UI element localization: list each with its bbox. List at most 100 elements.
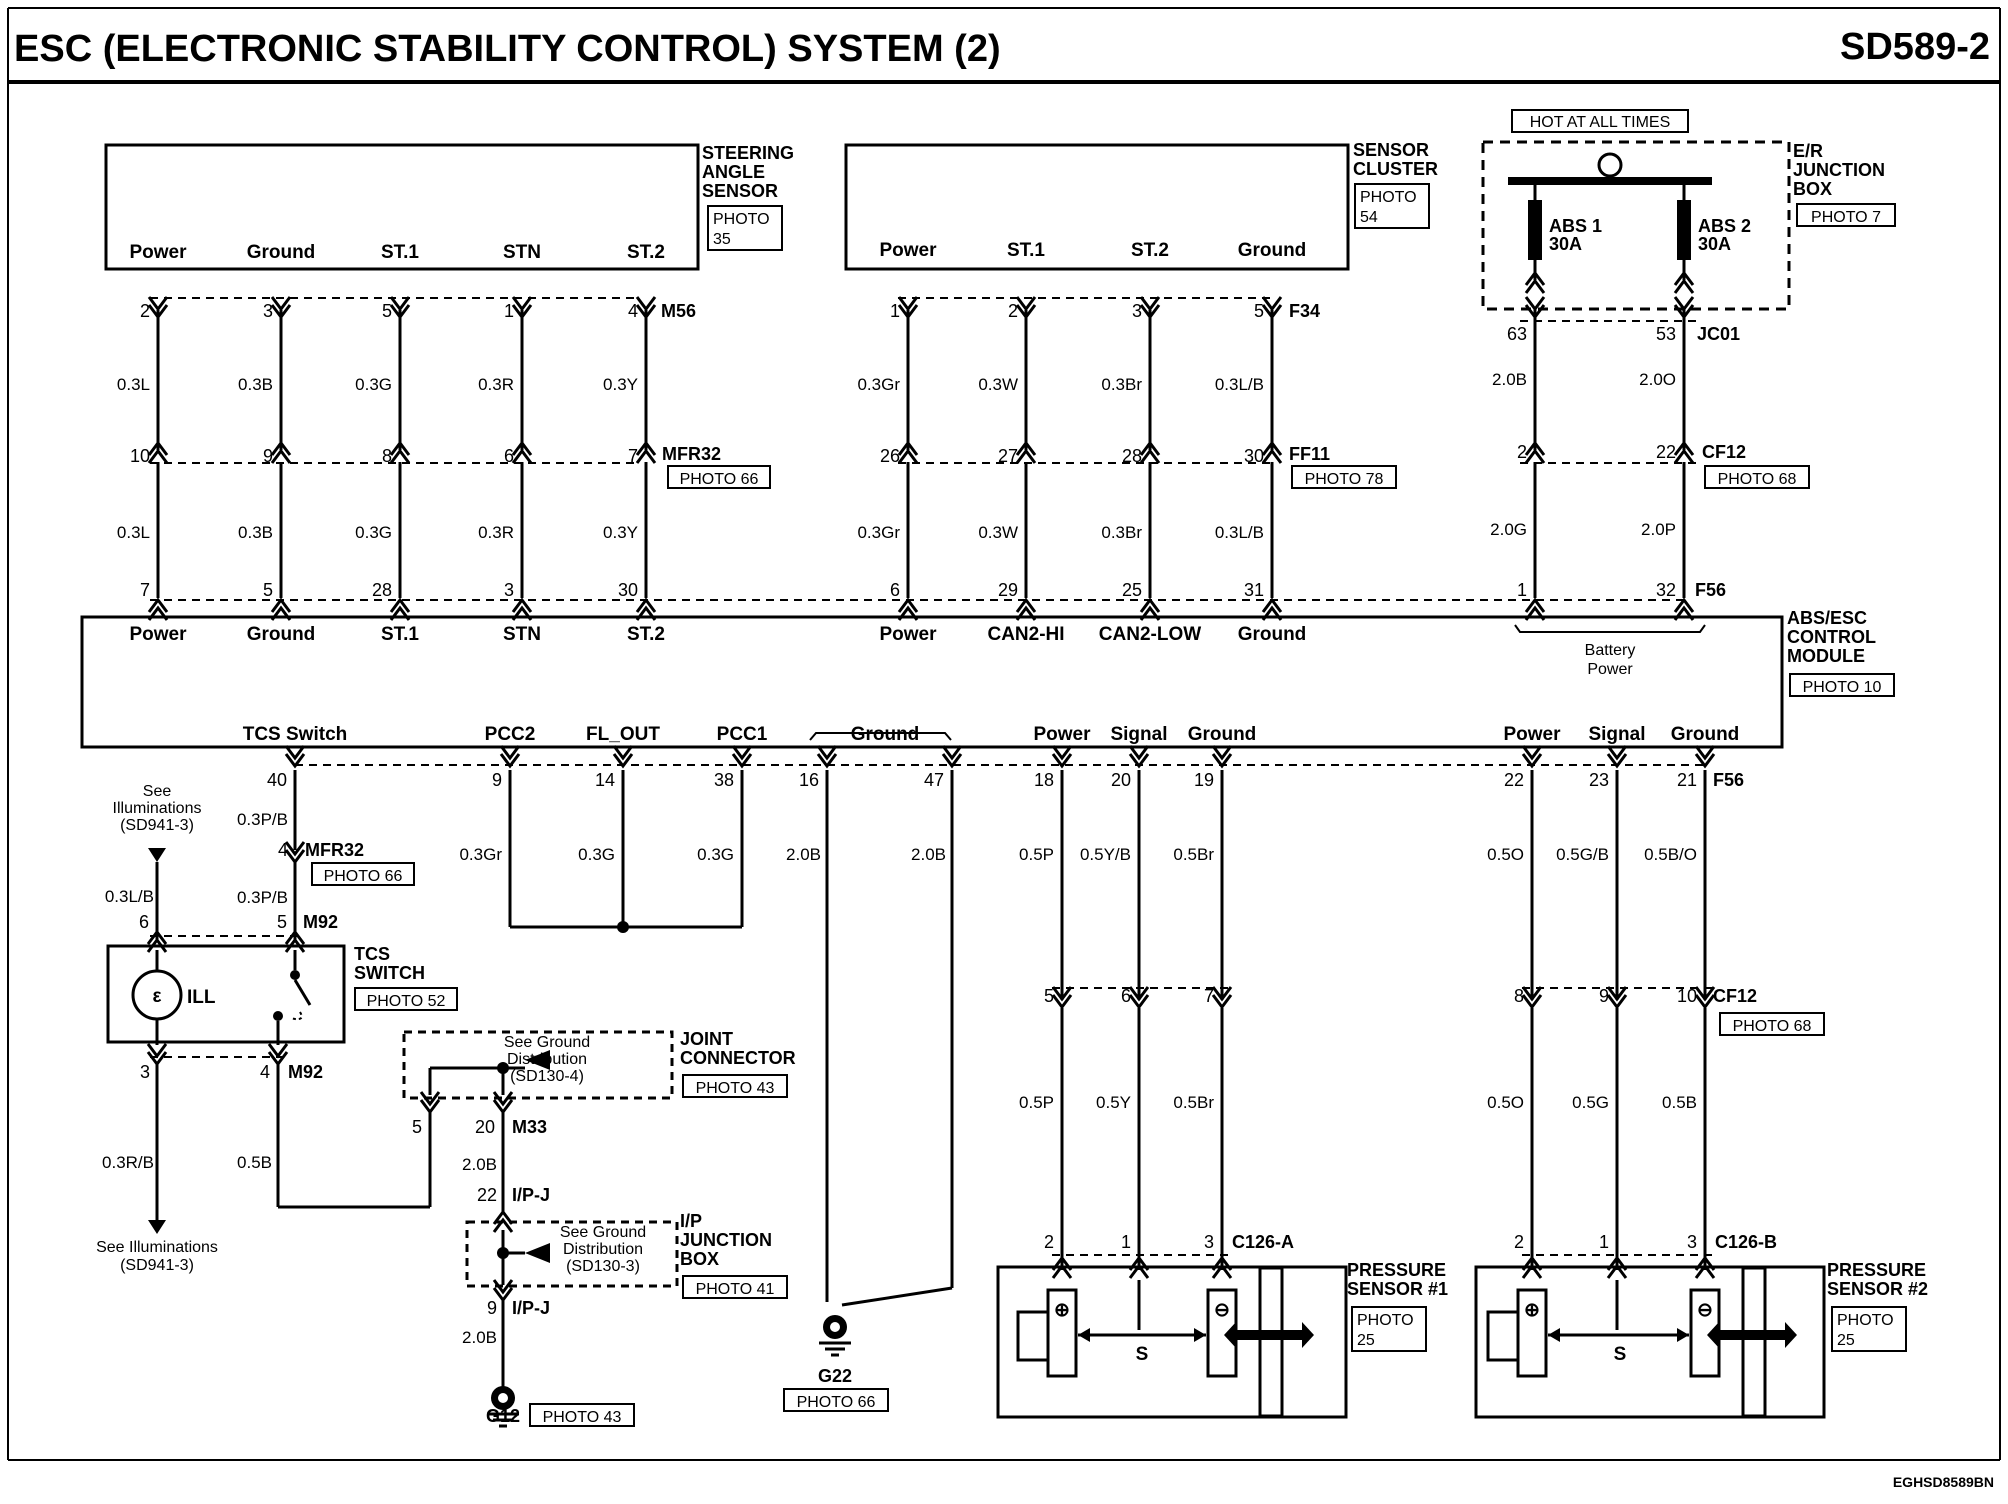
abs-module-photo-frame [1789, 673, 1895, 697]
f56-top-pin: 25 [1122, 580, 1142, 600]
abs-bottom-terminal-label: Ground [851, 724, 920, 745]
negative-terminal-icon: ⊖ [1697, 1300, 1713, 1321]
wire-color-label: 0.5Br [1173, 845, 1214, 864]
joint-see-ground: See Ground [504, 1034, 590, 1051]
m56-pin: 5 [382, 301, 392, 321]
steering-sensor-photo-frame [707, 205, 783, 251]
f56-bottom-pin-arrow [816, 744, 838, 768]
f56-bottom-pin-arrow [1521, 744, 1543, 768]
abs-bottom-terminal-label: Power [1503, 724, 1561, 745]
wire-color-label: 0.3L/B [1215, 375, 1264, 394]
m56-pin: 2 [140, 301, 150, 321]
joint-connector-name: JOINT [680, 1029, 733, 1049]
abs-top-terminal-label: ST.2 [627, 624, 665, 645]
steering-angle-sensor-name: STEERING [702, 143, 794, 163]
cf12-lower-pin: 5 [1044, 986, 1054, 1006]
ff11-photo-frame [1291, 465, 1397, 489]
abs-bottom-terminal-label: Signal [1588, 724, 1645, 745]
abs-bottom-terminal-label: Signal [1110, 724, 1167, 745]
f56-top-connector-label: F56 [1695, 580, 1726, 600]
sensor-element-positive [1046, 1288, 1078, 1378]
pressure-sensor-photo: 25 [1837, 1332, 1855, 1349]
f56-bottom-pin-arrow [1211, 744, 1233, 768]
f56-bottom-pin-arrow [1128, 744, 1150, 768]
abs-fuse-label: ABS 1 [1549, 216, 1602, 236]
pressure-sensor-photo-frame [1831, 1306, 1907, 1352]
wire-color-label: 0.3G [697, 845, 734, 864]
m56-pin: 4 [628, 301, 638, 321]
f56-bottom-pin-arrow [1606, 744, 1628, 768]
er-junction-photo: PHOTO 7 [1811, 209, 1881, 226]
wire-color-label: 0.3W [978, 375, 1018, 394]
joint-connector-photo: PHOTO 43 [696, 1080, 775, 1097]
lamp-filament-icon: ε [152, 986, 161, 1007]
switch-blade [293, 979, 312, 1006]
abs-module-name: MODULE [1787, 646, 1865, 666]
steering-angle-sensor-name: SENSOR [702, 181, 778, 201]
f56-bottom-pin-arrow [1694, 744, 1716, 768]
cf12-photo-frame [1704, 465, 1810, 489]
wire-color-label: 2.0B [1492, 370, 1527, 389]
abs-fuse-label: 30A [1549, 234, 1582, 254]
sensor-body [1486, 1310, 1520, 1362]
wire-color-label: 2.0O [1639, 370, 1676, 389]
pressure-sensor-name: SENSOR #2 [1827, 1279, 1928, 1299]
wire-color-label: 0.5B [1662, 1093, 1697, 1112]
ip-junction-photo-frame [682, 1275, 788, 1299]
tcs-switch-name: TCS [354, 944, 390, 964]
f56-top-pin: 30 [618, 580, 638, 600]
abs-top-terminal-label: Power [879, 624, 937, 645]
pressure-sensor-name: PRESSURE [1347, 1260, 1446, 1280]
cf12-photo: PHOTO 68 [1718, 471, 1797, 488]
m56-connector-label: M56 [661, 301, 696, 321]
cf12-lower-pin: 8 [1514, 986, 1524, 1006]
f56-bottom-pin: 47 [924, 770, 944, 790]
wire-color-label: 0.3R [478, 523, 514, 542]
abs-top-terminal-label: CAN2-LOW [1099, 624, 1201, 645]
abs-bottom-terminal-label: Power [1033, 724, 1091, 745]
f56-top-pin: 6 [890, 580, 900, 600]
abs-fuse [1528, 200, 1542, 260]
abs-module-name: ABS/ESC [1787, 608, 1867, 628]
splice-point [617, 921, 629, 933]
sensor-pin: 2 [1044, 1232, 1054, 1252]
wire-color-label: 0.3L/B [105, 887, 154, 906]
f56-bottom-pin: 22 [1504, 770, 1524, 790]
sensor-pin: 1 [1599, 1232, 1609, 1252]
switch-linkage [289, 1011, 303, 1021]
sensor-cluster-box [844, 143, 1350, 271]
f56-bottom-pin: 14 [595, 770, 615, 790]
cf12-lower-pin: 7 [1204, 986, 1214, 1006]
wire-color-label: 0.3Y [603, 375, 638, 394]
g22-ground-icon [817, 1313, 853, 1357]
abs-module-photo: PHOTO 10 [1803, 679, 1882, 696]
ground-ref-arrow [525, 1050, 550, 1070]
f56-top-pin: 31 [1244, 580, 1264, 600]
ff11-pin: 26 [880, 446, 900, 466]
battery-power-label: Battery [1585, 642, 1636, 659]
arrow-head-left [1707, 1322, 1719, 1348]
wire-color-label: 0.5Br [1173, 1093, 1214, 1112]
bus-terminal [1597, 152, 1623, 178]
abs-top-terminal-label: Power [129, 624, 187, 645]
tcs-switch-name: SWITCH [354, 963, 425, 983]
battery-power-label: Power [1587, 661, 1633, 678]
f56-top-pin: 32 [1656, 580, 1676, 600]
jc01-pin: 63 [1507, 324, 1527, 344]
abs-top-terminal-label: Ground [1238, 624, 1307, 645]
wire-color-label: 2.0B [911, 845, 946, 864]
ip-junction-name: JUNCTION [680, 1230, 772, 1250]
sas-terminal-label: ST.1 [381, 242, 419, 263]
f56-bottom-pin: 20 [1111, 770, 1131, 790]
wire-color-label: 0.5G [1572, 1093, 1609, 1112]
f56-bottom-pin-arrow [284, 744, 306, 768]
wire-color-label: 0.5B [237, 1153, 272, 1172]
cf12-lower-photo-frame [1719, 1012, 1825, 1036]
m92-pin: 6 [139, 912, 149, 932]
mfr32-pin: 4 [278, 840, 288, 860]
f56-bottom-pin-arrow [499, 744, 521, 768]
f56-bottom-pin: 21 [1677, 770, 1697, 790]
wire-color-label: 0.3G [355, 375, 392, 394]
m92-pin: 5 [277, 912, 287, 932]
f56-top-pin: 29 [998, 580, 1018, 600]
